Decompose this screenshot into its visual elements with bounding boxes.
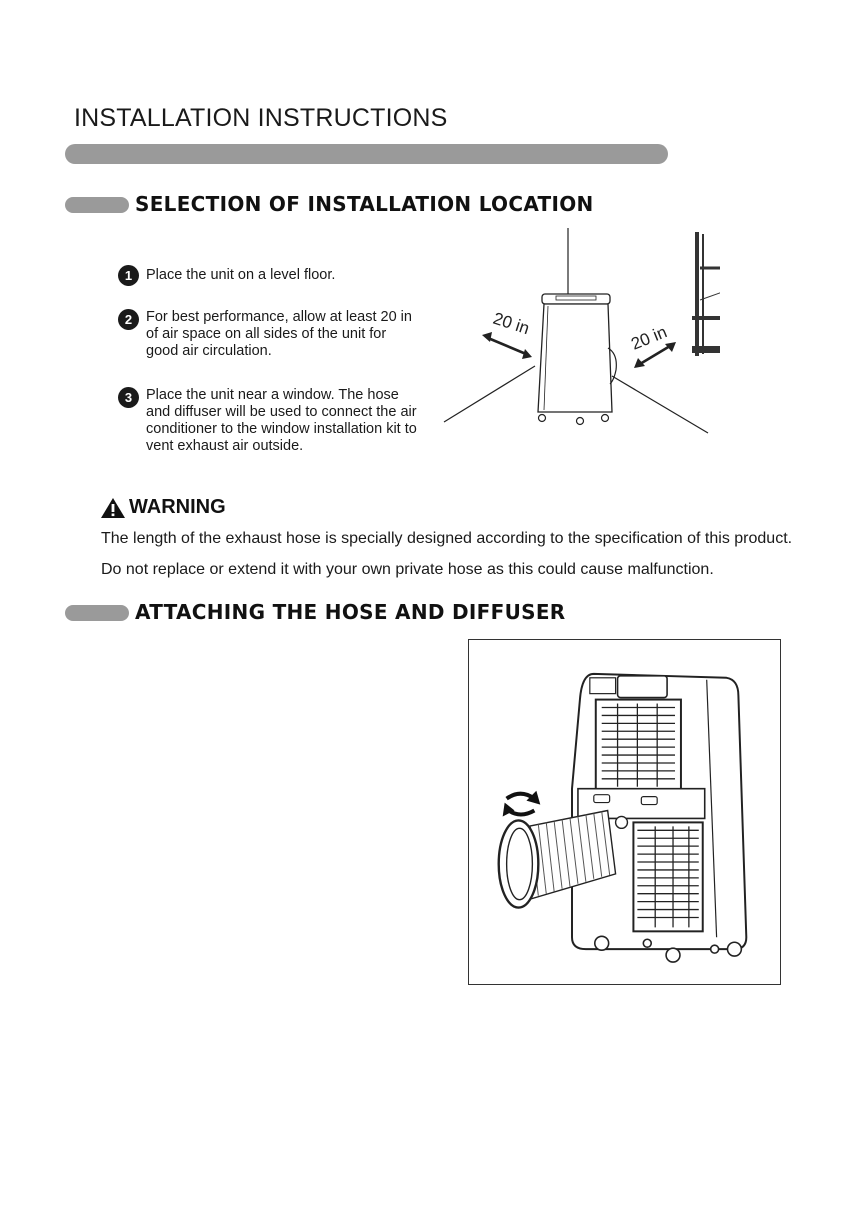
section-heading-location: SELECTION OF INSTALLATION LOCATION	[135, 192, 594, 216]
installation-clearance-diagram: 20 in 20 in	[443, 228, 720, 434]
warning-triangle-icon	[101, 497, 125, 518]
warning-line-1: The length of the exhaust hose is specia…	[101, 530, 793, 547]
clearance-arrow-left	[482, 332, 532, 359]
clearance-label-left: 20 in	[491, 309, 532, 338]
section-marker-pill	[65, 197, 129, 213]
warning-title: WARNING	[100, 496, 226, 519]
step-number-badge: 2	[118, 309, 139, 330]
air-conditioner-unit-icon	[537, 293, 617, 426]
exhaust-hose-icon	[497, 809, 617, 909]
clearance-arrow-right	[634, 342, 676, 368]
step-item-2: 2 For best performance, allow at least 2…	[118, 309, 418, 360]
hose-attachment-figure	[468, 639, 781, 985]
step-text: For best performance, allow at least 20 …	[146, 309, 412, 359]
step-item-1: 1 Place the unit on a level floor.	[118, 265, 418, 286]
ac-unit-rear-view-illustration	[497, 672, 748, 963]
section-heading-hose: ATTACHING THE HOSE AND DIFFUSER	[135, 600, 566, 624]
step-number-badge: 3	[118, 387, 139, 408]
step-item-3: 3 Place the unit near a window. The hose…	[118, 387, 418, 455]
step-text: Place the unit near a window. The hose a…	[146, 387, 417, 454]
step-text: Place the unit on a level floor.	[146, 267, 336, 283]
step-number-badge: 1	[118, 265, 139, 286]
warning-title-text: WARNING	[129, 496, 226, 518]
section-marker-pill	[65, 605, 129, 621]
window-icon	[692, 232, 720, 356]
title-divider-bar	[65, 144, 668, 164]
warning-line-2: Do not replace or extend it with your ow…	[101, 561, 714, 578]
page-title: INSTALLATION INSTRUCTIONS	[74, 104, 448, 132]
rotate-arrows-icon	[502, 790, 541, 817]
